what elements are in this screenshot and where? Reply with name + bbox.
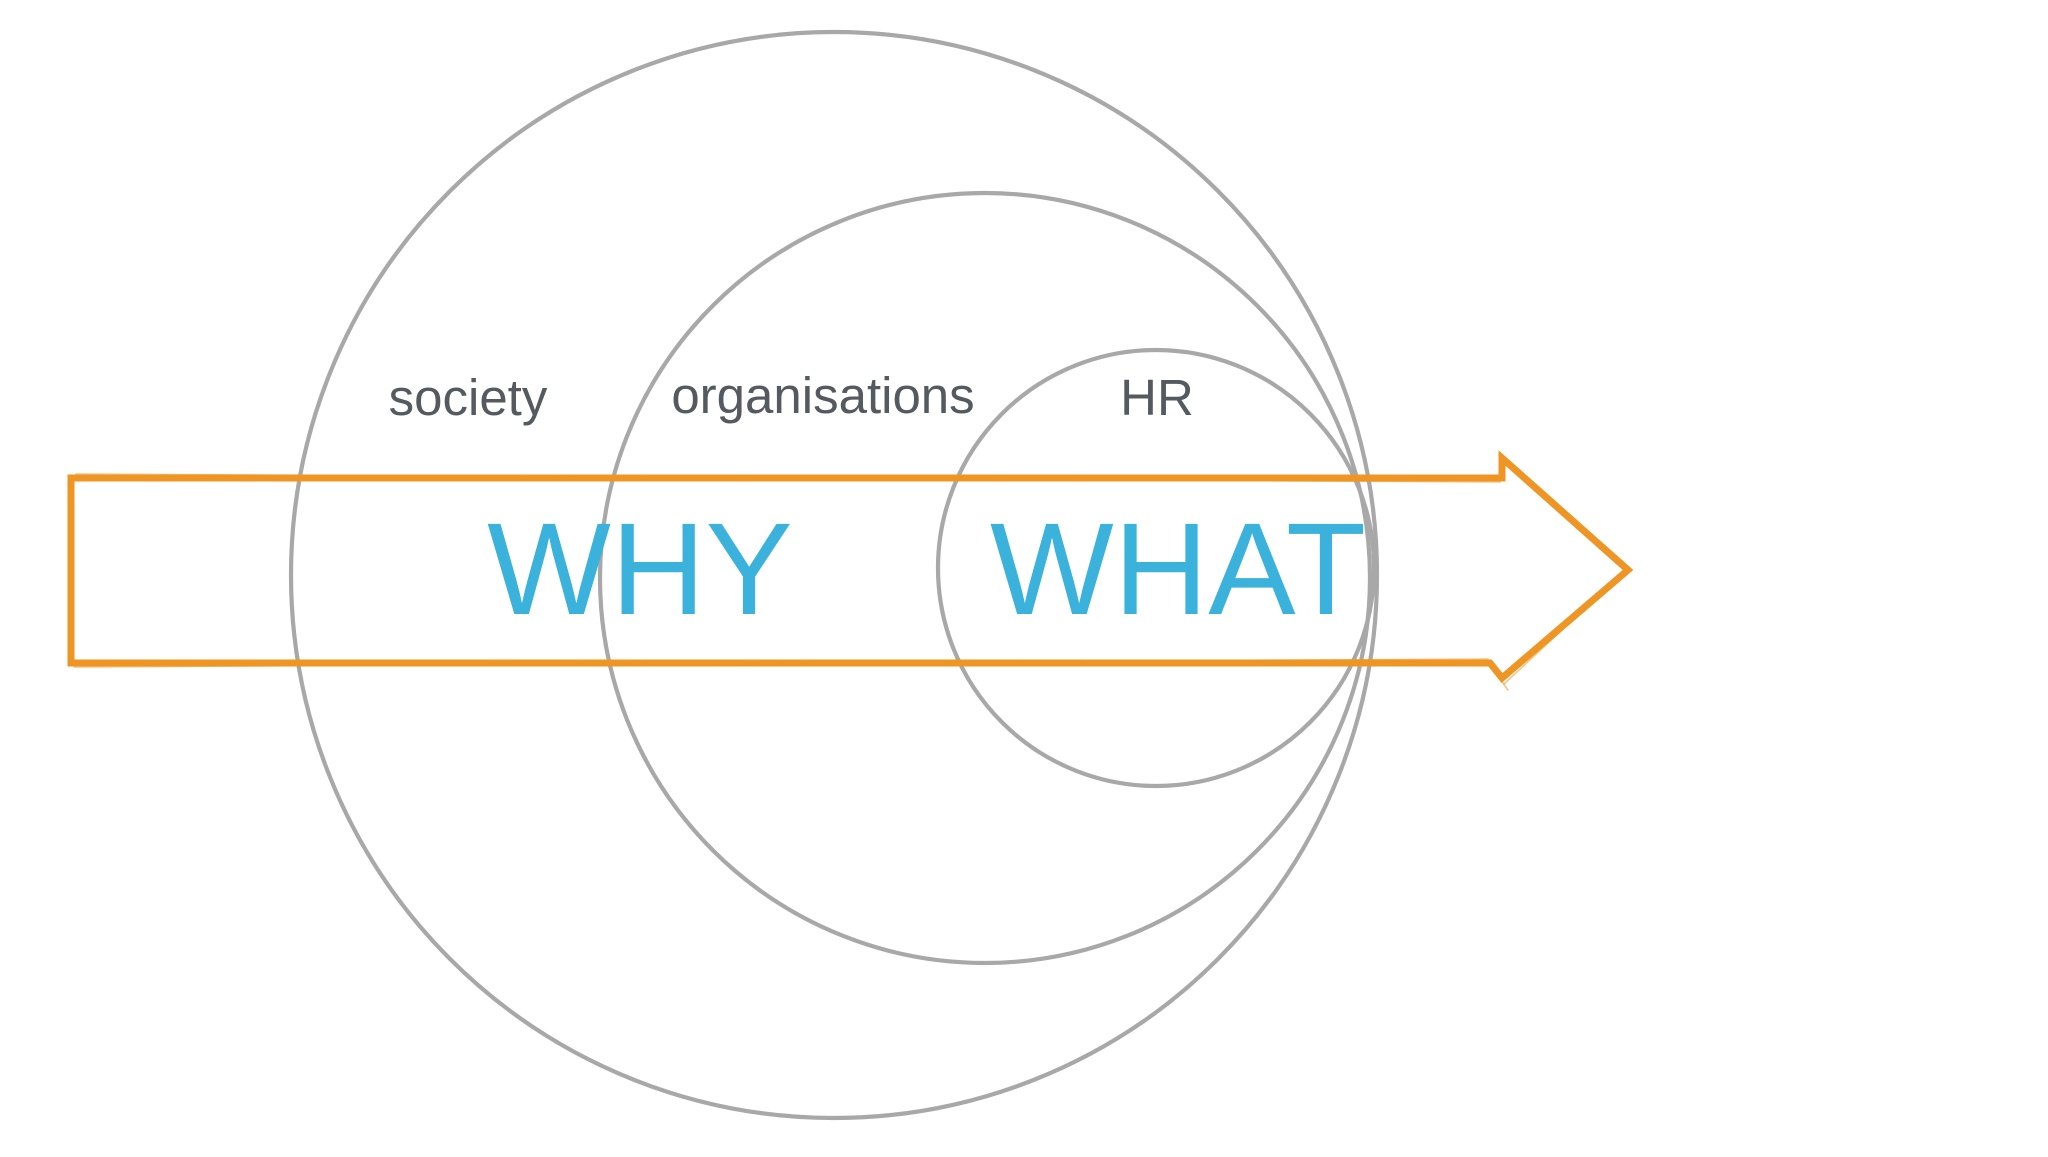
arrow-outline xyxy=(67,450,1634,684)
hr-label: HR xyxy=(1120,369,1194,426)
why-word: WHY xyxy=(487,495,793,642)
organisations-circle xyxy=(597,190,1373,966)
society-label: society xyxy=(389,369,548,426)
why-to-what-arrow xyxy=(67,450,1634,691)
organisations-label: organisations xyxy=(671,367,974,424)
hr-circle xyxy=(935,347,1377,789)
what-word: WHAT xyxy=(990,495,1366,642)
arrow-sketch-line-bottom xyxy=(73,658,1509,691)
society-circle xyxy=(288,29,1380,1121)
arrow-sketch-line-top xyxy=(75,459,1627,685)
